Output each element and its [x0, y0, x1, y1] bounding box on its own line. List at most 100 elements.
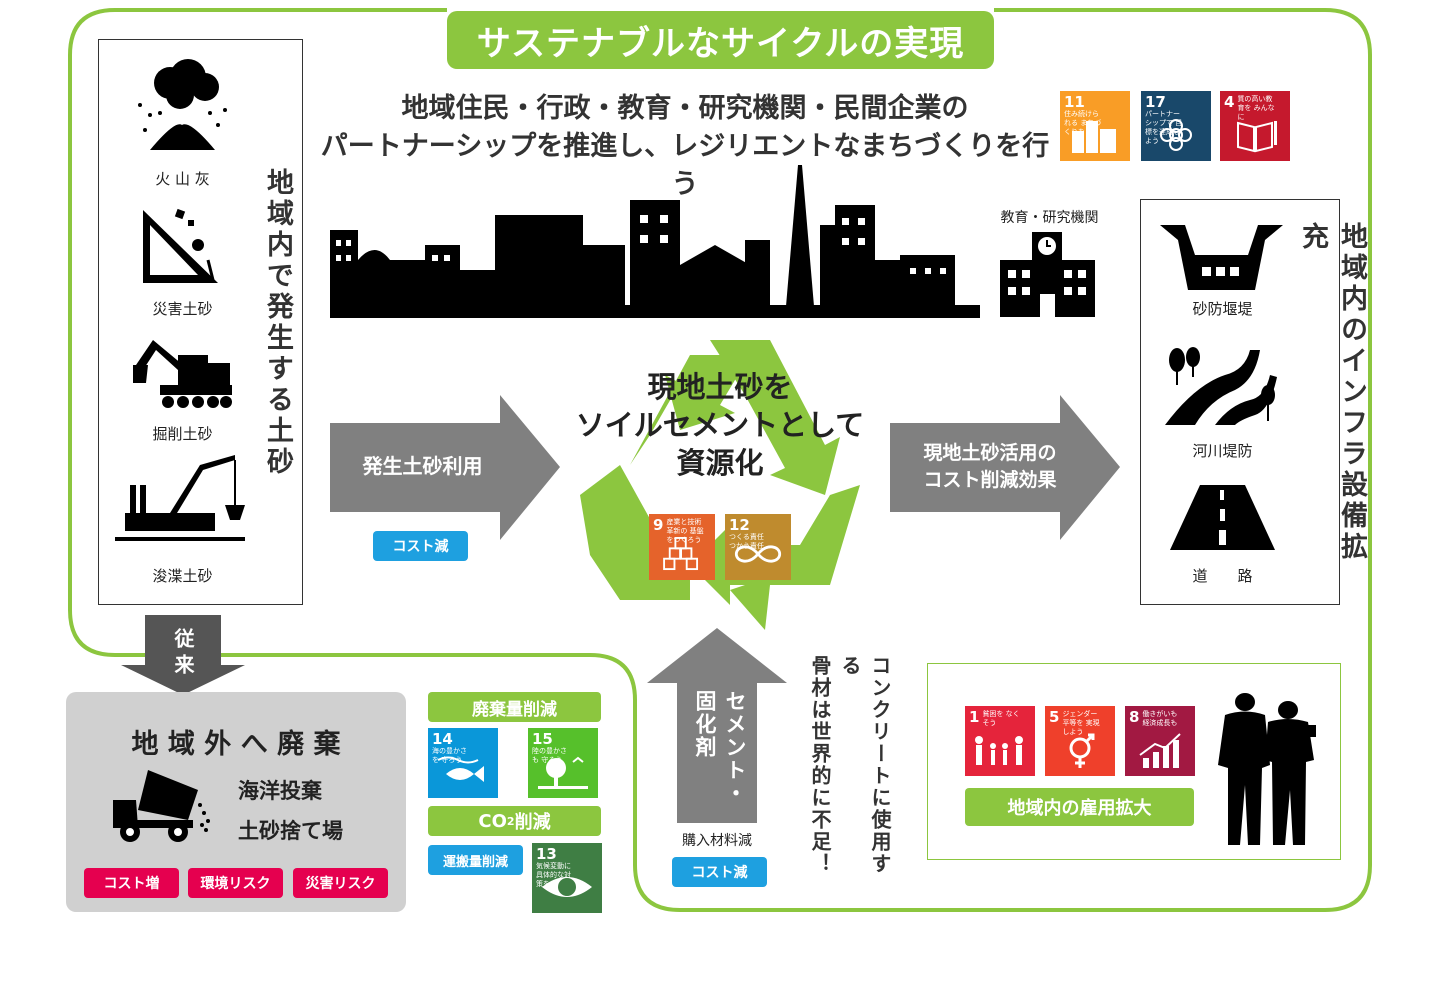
sdg-card-12: 12つくる責任 つかう責任 [725, 514, 791, 580]
sdg-card-15: 15陸の豊かさも 守ろう [528, 728, 598, 798]
transport-reduction-pill: 運搬量削減 [428, 845, 523, 875]
family-icon [975, 736, 1023, 765]
disposal-ocean: 海洋投棄 [238, 779, 322, 803]
co2-label-sub: 2 [506, 814, 515, 828]
dredger-icon [115, 455, 245, 541]
sdg-number: 8 [1129, 708, 1140, 726]
waste-reduction-bar: 廃棄量削減 [428, 692, 601, 722]
cost-effect-line1: 現地土砂活用の [923, 442, 1057, 464]
partnership-headline: 地域住民・行政・教育・研究機関・民間企業の パートナーシップを推進し、レジリエン… [320, 90, 1050, 204]
sdg-caption: 気候変動に 具体的な対策を [536, 862, 571, 888]
sdg-number: 11 [1064, 93, 1085, 111]
sdg-caption: 質の高い教育を みんなに [1237, 95, 1275, 121]
center-heading: 現地土砂を ソイルセメントとして 資源化 [570, 368, 870, 482]
cost-effect-arrow [890, 395, 1120, 540]
conventional-arrow [121, 615, 245, 695]
infinity-icon [734, 545, 782, 563]
headline-line1: 地域住民・行政・教育・研究機関・民間企業の [401, 93, 969, 124]
sdg-number: 5 [1049, 708, 1060, 726]
sdg-caption: 産業と技術革新の 基盤をつくろう [666, 518, 704, 544]
local-soil-vertical-label: 地域内で発生する土砂 [262, 168, 293, 478]
cost-effect-label: 現地土砂活用の コスト削減効果 [895, 440, 1085, 494]
sdg-caption: ジェンダー平等を 実現しよう [1062, 710, 1100, 736]
sdg-number: 14 [432, 730, 453, 748]
disaster-risk-pill: 災害リスク [293, 868, 388, 898]
soil-use-label: 発生土砂利用 [362, 454, 483, 478]
cement-arrow [647, 628, 787, 823]
sdg-number: 4 [1224, 93, 1235, 111]
sdg-number: 12 [729, 516, 750, 534]
conventional-label: 従来 [171, 628, 195, 680]
cement-cost-pill: コスト減 [672, 857, 767, 887]
sabo-dam-icon [1160, 225, 1283, 290]
gender-icon [1069, 733, 1095, 768]
cubes-icon [663, 537, 699, 571]
item-river-levee: 河川堤防 [1192, 442, 1253, 460]
river-levee-icon [1165, 347, 1277, 425]
sdg-number: 13 [536, 845, 557, 863]
sdg-card-14: 14海の豊かさを 守ろう [428, 728, 498, 798]
excavator-icon [133, 340, 232, 408]
volcano-icon [138, 59, 227, 150]
fish-icon [437, 756, 484, 782]
sdg-number: 9 [653, 516, 664, 534]
co2-label-main: CO [478, 810, 507, 832]
sdg-card-17: 17パートナーシップで 目標を達成しよう [1141, 91, 1211, 161]
sdg-number: 15 [532, 730, 553, 748]
workers-icon [1218, 693, 1316, 845]
sdg-caption: 貧困を なくそう [982, 710, 1020, 727]
item-excavated-soil: 掘削土砂 [152, 425, 213, 443]
school-icon [1000, 232, 1095, 317]
item-sabo-dam: 砂防堰堤 [1192, 300, 1253, 318]
growth-icon [1139, 733, 1181, 768]
center-heading-line1: 現地土砂を [647, 370, 793, 404]
purchase-reduction-label: 購入材料減 [682, 833, 752, 849]
page-title: サステナブルなサイクルの実現 [447, 11, 994, 69]
city-icon [1072, 121, 1116, 153]
item-volcanic-ash: 火 山 灰 [155, 170, 210, 188]
sdg-caption: 陸の豊かさも 守ろう [532, 747, 567, 764]
item-dredged-soil: 浚渫土砂 [152, 567, 213, 585]
cement-label: セメント・固化剤 [693, 690, 747, 805]
aggregate-note-line1: コンクリートに使用する [838, 655, 892, 875]
center-heading-line3: 資源化 [676, 446, 764, 480]
disposal-title: 地 域 外 へ 廃 棄 [131, 729, 341, 760]
aggregate-note-line2: 骨材は世界的に不足！ [808, 655, 832, 875]
item-disaster-soil: 災害土砂 [152, 300, 213, 318]
city-skyline [330, 165, 980, 318]
landslide-icon [143, 208, 218, 283]
dump-truck-icon [113, 770, 210, 842]
headline-line2: パートナーシップを推進し、レジリエントなまちづくりを行う [320, 131, 1050, 200]
aggregate-shortage-note: コンクリートに使用する 骨材は世界的に不足！ [805, 655, 895, 895]
disposal-landfill: 土砂捨て場 [238, 819, 343, 843]
cost-increase-pill: コスト増 [84, 868, 179, 898]
flower-icon [1160, 119, 1192, 151]
co2-label-tail: 削減 [514, 812, 551, 833]
cost-effect-line2: コスト削減効果 [923, 469, 1057, 491]
sdg-number: 17 [1145, 93, 1166, 111]
soil-use-arrow [330, 395, 560, 540]
center-heading-line2: ソイルセメントとして [575, 408, 865, 442]
sdg-caption: 海の豊かさを 守ろう [432, 747, 467, 764]
employment-bar: 地域内の雇用拡大 [965, 788, 1194, 826]
sdg-card-11: 11住み続けられる まちづくりを [1060, 91, 1130, 161]
item-road: 道 路 [1192, 567, 1253, 585]
sdg-caption: 働きがいも 経済成長も [1142, 710, 1178, 727]
road-icon [1170, 485, 1275, 550]
eye-globe-icon [542, 877, 592, 897]
sdg-number: 1 [969, 708, 980, 726]
tree-icon [538, 756, 588, 789]
environmental-risk-pill: 環境リスク [188, 868, 283, 898]
book-icon [1237, 121, 1277, 153]
education-label: 教育・研究機関 [1000, 210, 1099, 226]
cost-reduction-pill: コスト減 [373, 531, 468, 561]
sdg-card-13: 13気候変動に 具体的な対策を [532, 843, 602, 913]
infrastructure-vertical-label: 地域内のインフラ設備拡充 [1297, 222, 1367, 563]
